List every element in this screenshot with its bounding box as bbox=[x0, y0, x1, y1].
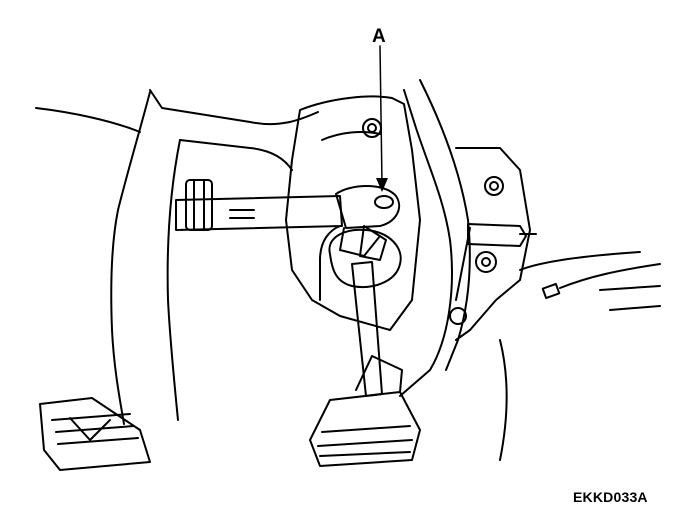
steering-shaft bbox=[175, 195, 343, 231]
dash-panel-outline bbox=[35, 107, 141, 133]
booster-housing bbox=[328, 228, 402, 288]
right-bracket bbox=[455, 147, 531, 341]
left-pedal-pad bbox=[39, 397, 151, 471]
stoplight-switch bbox=[467, 223, 527, 247]
lower-shaft bbox=[351, 261, 383, 397]
mounting-bracket bbox=[285, 95, 421, 331]
right-bracket-bolt-3 bbox=[449, 307, 467, 325]
wiring-harness bbox=[519, 251, 641, 271]
harness-clip bbox=[541, 282, 561, 300]
right-bracket-bolt-2 bbox=[475, 251, 497, 273]
callout-label-a: A bbox=[372, 26, 386, 47]
center-pedal-arm bbox=[399, 89, 453, 397]
callout-a-leader bbox=[379, 45, 383, 185]
callout-a-arrowhead bbox=[376, 178, 388, 192]
figure-code: EKKD033A bbox=[573, 489, 648, 505]
dash-panel-lower bbox=[149, 89, 319, 126]
universal-joint bbox=[335, 185, 401, 229]
left-pedal-arm bbox=[110, 91, 151, 425]
right-bracket-bolt-1 bbox=[484, 176, 504, 196]
shaft-clamp bbox=[185, 179, 213, 231]
